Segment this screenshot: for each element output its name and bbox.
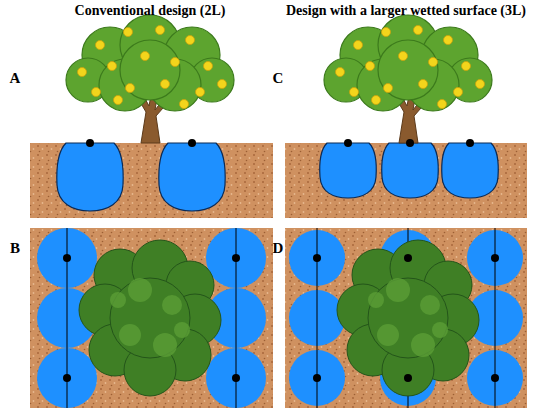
panel-letter: D bbox=[273, 240, 284, 257]
panel-heading: Design with a larger wetted surface (3L) bbox=[286, 3, 526, 19]
soil-section-c bbox=[285, 15, 527, 218]
panel-letter: B bbox=[10, 240, 20, 257]
panel-letter: C bbox=[273, 70, 284, 87]
soil-plan-d bbox=[285, 228, 527, 408]
soil-section-a bbox=[30, 15, 273, 218]
panel-letter: A bbox=[10, 70, 21, 87]
soil-plan-b bbox=[30, 228, 273, 408]
panel-heading: Conventional design (2L) bbox=[75, 3, 226, 19]
